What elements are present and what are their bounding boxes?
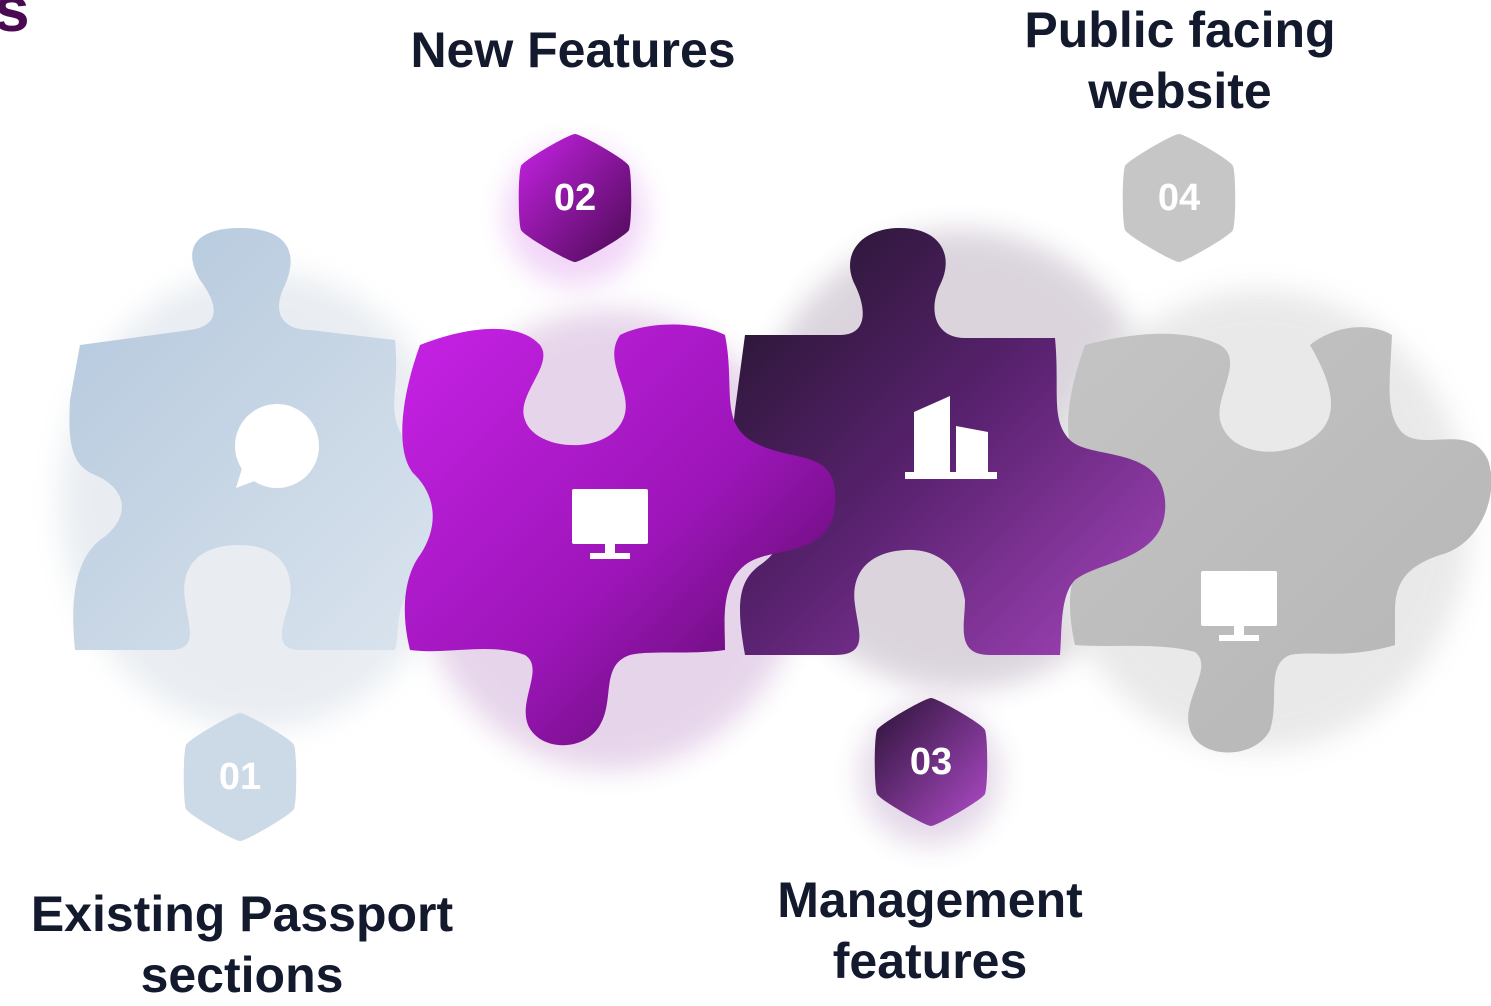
step-label-line: Management <box>777 872 1083 928</box>
step-label-04: Public facing website <box>980 0 1380 122</box>
puzzle-piece-4 <box>1068 327 1491 753</box>
step-label-line: New Features <box>410 22 736 78</box>
speech-bubble-icon <box>235 404 319 488</box>
step-number: 04 <box>1157 176 1201 219</box>
step-label-line: website <box>1088 63 1272 119</box>
step-badge-02: 02 <box>515 132 635 264</box>
title-fragment: s <box>0 0 30 45</box>
step-number: 02 <box>553 176 597 219</box>
step-number: 01 <box>218 755 262 798</box>
step-label-02: New Features <box>373 20 773 81</box>
monitor-icon <box>1201 571 1277 641</box>
step-label-line: Existing Passport <box>30 886 454 942</box>
step-label-line: sections <box>140 947 344 1003</box>
step-label-01: Existing Passport sections <box>0 884 484 1006</box>
buildings-icon <box>905 396 997 479</box>
monitor-icon <box>572 489 648 559</box>
step-label-03: Management features <box>730 870 1130 992</box>
step-badge-04: 04 <box>1119 132 1239 264</box>
step-badge-03: 03 <box>871 696 991 828</box>
step-label-line: Public facing <box>1024 2 1336 58</box>
step-label-line: features <box>832 933 1028 989</box>
step-number: 03 <box>909 740 953 783</box>
step-badge-01: 01 <box>180 711 300 843</box>
